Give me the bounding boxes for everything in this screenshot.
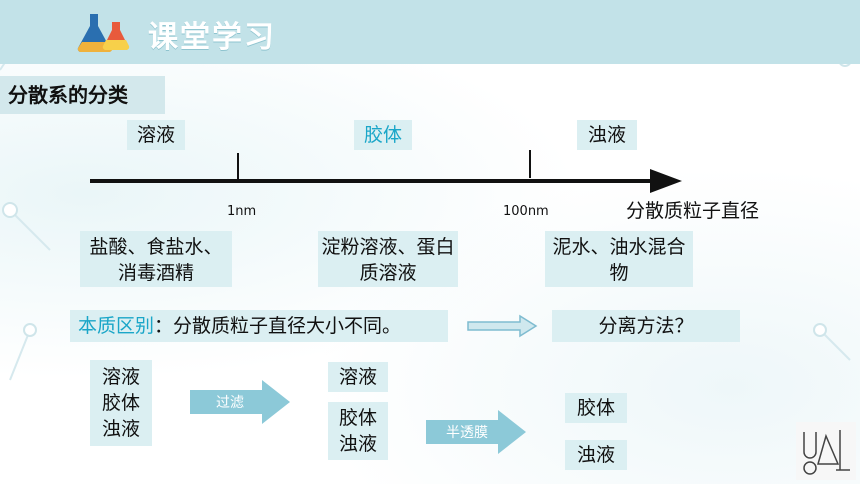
filter-label: 过滤 [216, 395, 244, 411]
page-title: 课堂学习 [148, 20, 276, 55]
label-solution: 溶液 [127, 120, 185, 150]
lab-equipment-illustration [796, 422, 856, 480]
after-membrane-suspension: 浊液 [565, 440, 627, 470]
tick-label-100nm: 100nm [503, 204, 549, 219]
example-suspension: 泥水、油水混合物 [545, 231, 693, 287]
example-solution: 盐酸、食盐水、消毒酒精 [80, 231, 232, 287]
section-title: 分散系的分类 [0, 76, 165, 114]
header-bar: 课堂学习 [0, 0, 860, 64]
membrane-arrow-shape [426, 410, 526, 454]
essence-text: ：分散质粒子直径大小不同。 [154, 315, 402, 337]
example-colloid: 淀粉溶液、蛋白质溶液 [318, 231, 458, 287]
flask-icon [77, 14, 130, 53]
after-filter-mix: 胶体 浊液 [328, 402, 388, 460]
membrane-label: 半透膜 [446, 425, 488, 441]
label-colloid: 胶体 [354, 120, 412, 150]
filter-arrow-shape [190, 380, 290, 424]
after-filter-item: 胶体 [338, 407, 377, 429]
flow-start-item: 胶体 [101, 392, 140, 414]
flow-start-item: 浊液 [101, 418, 140, 440]
separation-question: 分离方法？ [552, 310, 740, 342]
axis-label: 分散质粒子直径 [626, 200, 760, 222]
after-filter-solution: 溶液 [328, 362, 388, 392]
tick-label-1nm: 1nm [227, 204, 257, 219]
axis-arrowhead [650, 169, 682, 193]
right-arrow-icon [467, 314, 538, 338]
flow-start-box: 溶液 胶体 浊液 [90, 360, 152, 446]
after-membrane-colloid: 胶体 [565, 393, 627, 423]
lab-glassware-icon [803, 430, 850, 475]
essence-label: 本质区别 [78, 315, 155, 337]
after-filter-item: 浊液 [338, 433, 377, 455]
filter-arrow: 过滤 [188, 378, 292, 426]
flow-start-item: 溶液 [101, 366, 140, 388]
membrane-arrow: 半透膜 [424, 408, 528, 456]
label-suspension: 浊液 [577, 120, 637, 150]
essence-box: 本质区别：分散质粒子直径大小不同。 [70, 310, 448, 342]
